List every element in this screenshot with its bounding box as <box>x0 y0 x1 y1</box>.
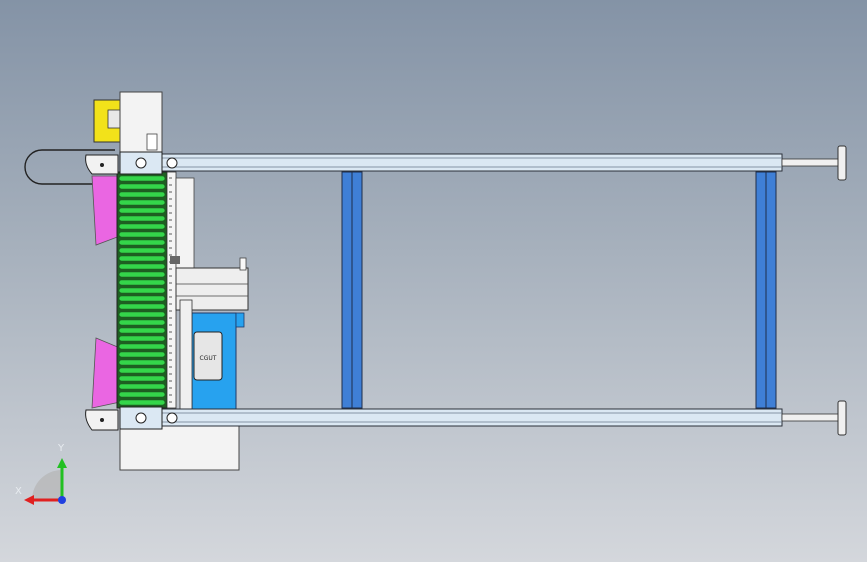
spring-coil <box>118 311 166 318</box>
guide-magenta-bottom <box>91 337 121 409</box>
spring-coil <box>118 359 166 366</box>
motor-label-plate <box>193 331 223 381</box>
spring-coil <box>118 263 166 270</box>
x-axis-label: X <box>15 486 22 497</box>
spring-coil <box>118 367 166 374</box>
knob-bottom-right <box>837 400 847 436</box>
bottom-mount-panel <box>119 424 240 471</box>
spring-coil <box>118 183 166 190</box>
spring-coils <box>118 175 166 406</box>
spring-coil <box>118 335 166 342</box>
shaft-top-right <box>781 158 839 167</box>
rail-bottom <box>161 408 783 427</box>
spring-coil <box>118 327 166 334</box>
handle-loop <box>24 149 115 185</box>
spring-coil <box>118 399 166 406</box>
scale-ticks <box>169 177 172 403</box>
z-axis-dot <box>58 496 66 504</box>
knob-top-right <box>837 145 847 181</box>
spring-coil <box>118 255 166 262</box>
spring-coil <box>118 231 166 238</box>
orientation-triad[interactable] <box>24 458 67 505</box>
triad-quadrant <box>32 470 62 500</box>
shaft-bottom-right <box>781 413 839 422</box>
spring-coil <box>118 343 166 350</box>
spring-coil <box>118 319 166 326</box>
guide-magenta-top <box>91 175 121 246</box>
spring-coil <box>118 239 166 246</box>
rail-top <box>161 153 783 172</box>
spring-coil <box>118 207 166 214</box>
spring-coil <box>118 223 166 230</box>
spring-coil <box>118 247 166 254</box>
spring-coil <box>118 287 166 294</box>
spring-coil <box>118 199 166 206</box>
spring-coil <box>118 351 166 358</box>
spring-coil <box>118 271 166 278</box>
motor-label: CGUT <box>200 355 217 362</box>
y-axis-label: Y <box>58 443 65 454</box>
spring-coil <box>118 375 166 382</box>
spring-coil <box>118 191 166 198</box>
spring-coil <box>118 215 166 222</box>
spring-coil <box>118 295 166 302</box>
spring-coil <box>118 175 166 182</box>
spring-coil <box>118 279 166 286</box>
spring-coil <box>118 303 166 310</box>
spring-coil <box>118 383 166 390</box>
spring-coil <box>118 391 166 398</box>
